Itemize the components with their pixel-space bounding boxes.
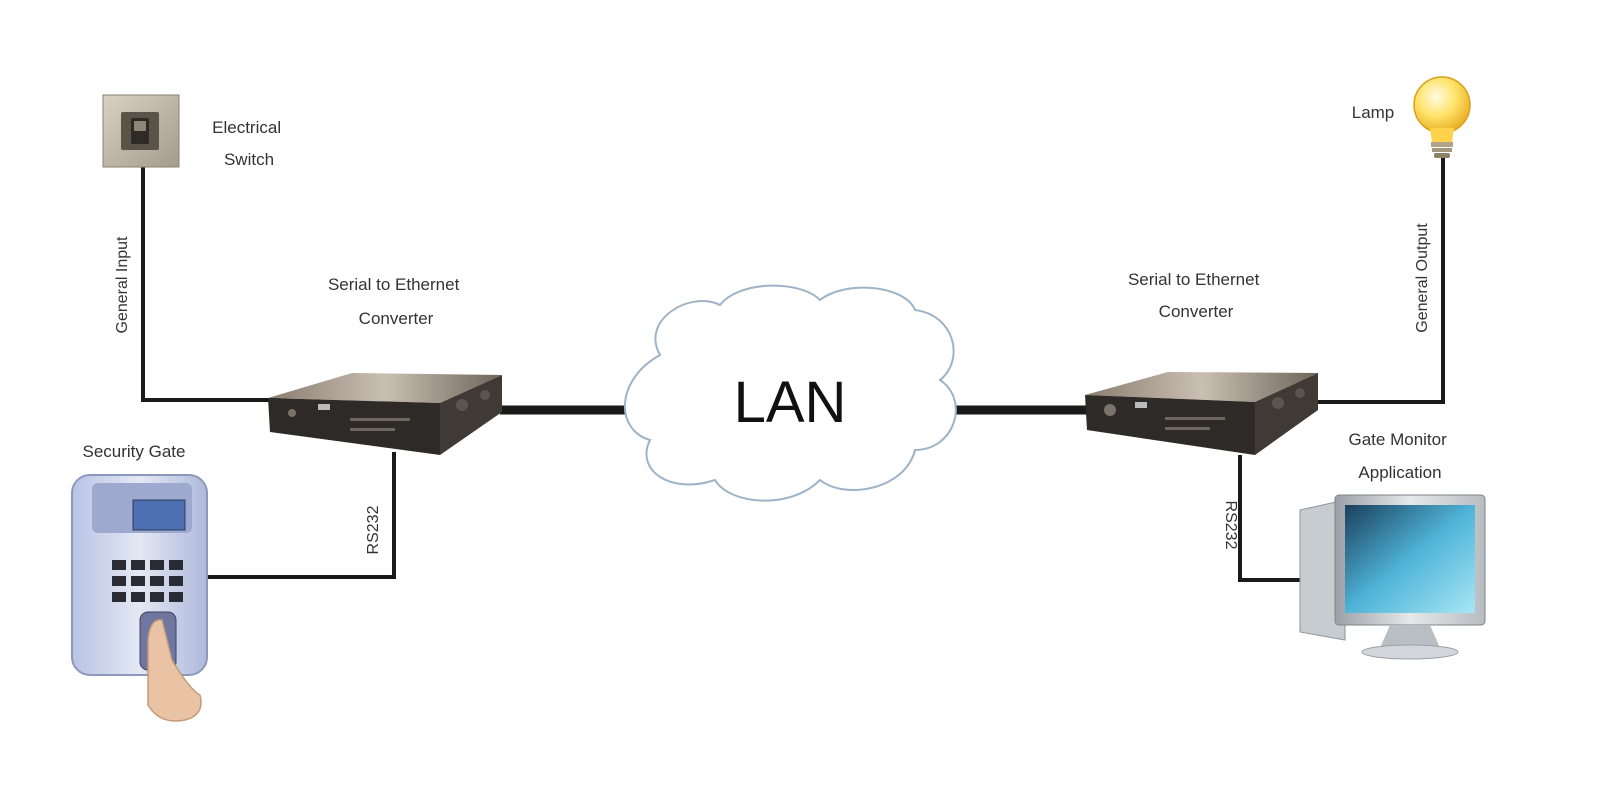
converter-right-label: Serial to Ethernet Converter	[1128, 270, 1264, 321]
electrical-switch-icon	[102, 94, 180, 168]
electrical-switch-label: Electrical Switch	[212, 118, 286, 169]
gate-monitor-label: Gate Monitor Application	[1349, 430, 1452, 482]
network-converter-icon-left	[268, 373, 502, 455]
rs232-left-wire	[200, 452, 396, 579]
lightbulb-icon	[1413, 76, 1471, 158]
general-input-wire	[141, 165, 280, 402]
security-gate-label: Security Gate	[83, 442, 186, 461]
lamp-label: Lamp	[1352, 103, 1395, 122]
lan-label: LAN	[734, 370, 847, 435]
rs232-left-label: RS232	[365, 505, 382, 554]
rs232-right-wire	[1238, 455, 1305, 582]
general-output-label: General Output	[1414, 223, 1431, 333]
network-converter-icon-right	[1085, 372, 1318, 455]
cloud-icon	[624, 284, 957, 502]
general-output-wire	[1318, 155, 1445, 404]
computer-monitor-icon	[1299, 494, 1486, 660]
general-input-label: General Input	[114, 236, 131, 334]
converter-left-label: Serial to Ethernet Converter	[328, 275, 464, 328]
fingerprint-terminal-icon	[71, 474, 208, 722]
rs232-right-label: RS232	[1222, 501, 1239, 550]
